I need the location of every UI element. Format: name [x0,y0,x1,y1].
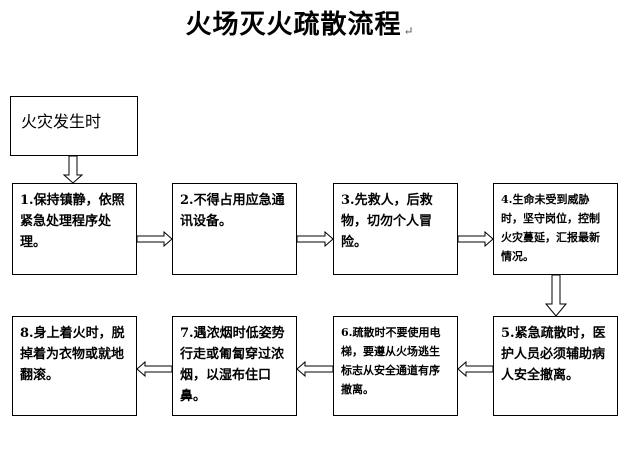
arrow-right-1-to-2 [136,230,173,248]
step-4-box: 4.生命未受到威胁时，坚守岗位，控制火灾蔓延，汇报最新情况。 [493,183,618,275]
arrow-down-start-to-1 [62,155,84,184]
step-1-box: 1.保持镇静，依照紧急处理程序处理。 [12,183,137,275]
arrow-down-4-to-5 [544,274,568,317]
step-2-box: 2.不得占用应急通讯设备。 [172,183,297,275]
step-5-box: 5.紧急疏散时，医护人员必须辅助病人安全撤离。 [493,316,618,416]
arrow-right-3-to-4 [457,230,494,248]
arrow-left-6-to-7 [296,360,334,378]
arrow-left-5-to-6 [457,360,494,378]
step-8-box: 8.身上着火时，脱掉着为衣物或就地翻滚。 [12,316,137,416]
step-3-box: 3.先救人，后救物，切勿个人冒险。 [333,183,458,275]
arrow-right-2-to-3 [296,230,334,248]
arrow-left-7-to-8 [136,360,173,378]
page-title: 火场灭火疏散流程↵ [185,10,415,40]
return-mark-icon: ↵ [403,24,415,38]
step-7-box: 7.遇浓烟时低姿势行走或匍匐穿过浓烟，以湿布住口鼻。 [172,316,297,416]
start-box: 火灾发生时 [10,96,138,156]
